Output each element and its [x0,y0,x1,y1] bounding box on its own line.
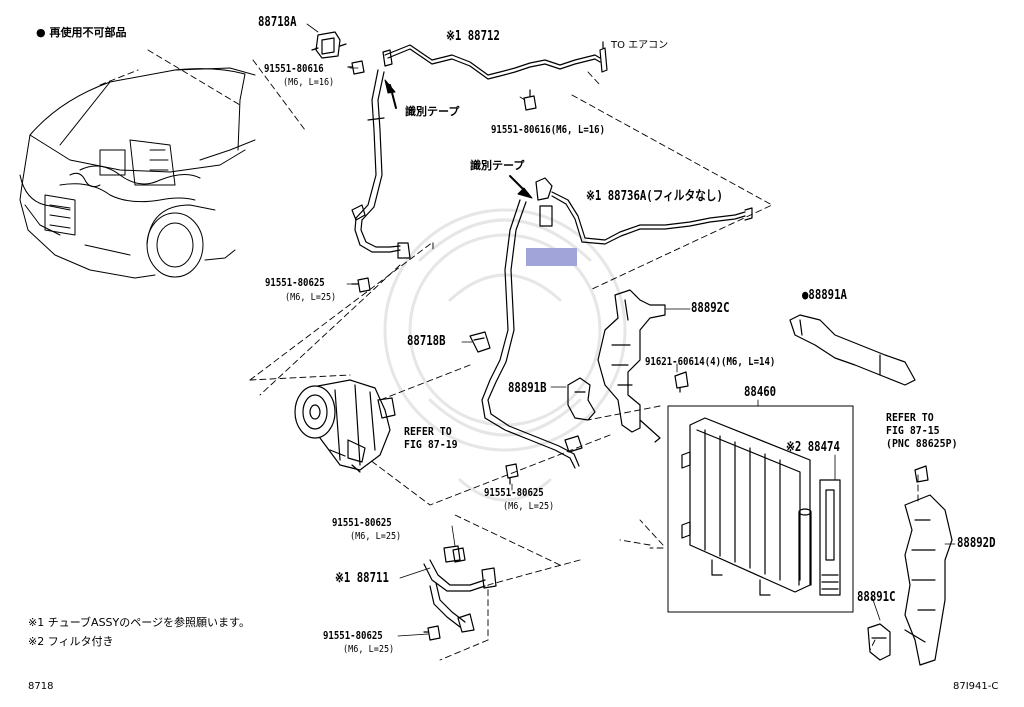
label-bolt-91551-80625-c[interactable]: 91551-80625 [332,516,392,529]
refer-line-1: REFER TO [886,411,934,424]
label-88718A[interactable]: 88718A [258,15,297,30]
label-bolt-spec-c: (M6, L=25) [503,501,555,512]
label-88712[interactable]: ※1 88712 [446,29,500,44]
label-88711[interactable]: ※1 88711 [335,571,389,586]
refer-line-1: REFER TO [404,425,452,438]
car-illustration [19,67,256,279]
label-bolt-spec-e: (M6, L=25) [343,644,395,655]
arrows [384,79,533,199]
label-88892D[interactable]: 88892D [957,536,996,551]
label-88718B[interactable]: 88718B [407,334,446,349]
label-bolt-spec-d: (M6, L=25) [350,531,402,542]
leader-lines [306,23,956,637]
label-88474[interactable]: ※2 88474 [786,440,840,455]
watermark [383,208,627,502]
label-88891C[interactable]: 88891C [857,590,896,605]
refer-line-2: FIG 87-19 [404,438,458,451]
refer-fig-87-15[interactable]: REFER TO FIG 87-15 (PNC 88625P) [886,411,958,450]
label-bolt-91551-80625-b[interactable]: 91551-80625 [484,486,544,499]
seal-88891A [789,314,916,386]
condenser-group [667,405,854,613]
label-88891A[interactable]: ●88891A [802,288,847,303]
label-88891B[interactable]: 88891B [508,381,547,396]
label-bolt-91551-80625-d[interactable]: 91551-80625 [323,629,383,642]
refer-line-3: (PNC 88625P) [886,437,958,450]
reuse-legend: ● 再使用不可部品 [36,27,126,38]
label-bolt-91551-80616-a[interactable]: 91551-80616 [264,62,324,75]
clip-88718A [311,31,347,59]
tube-88712 [382,41,608,80]
legend-text: 再使用不可部品 [49,26,127,39]
highlight-marker [526,248,577,266]
label-88892C[interactable]: 88892C [691,301,730,316]
seal-88891C [867,623,891,661]
clip-88718B [469,331,491,353]
label-bolt-91551-80616-b[interactable]: 91551-80616(M6, L=16) [491,123,606,136]
note-2: ※2 フィルタ付き [28,635,114,648]
bolts [347,60,929,641]
seal-88892C [597,289,666,443]
legend-bullet: ● [36,26,46,39]
refer-line-2: FIG 87-15 [886,424,940,437]
seal-88892D [904,494,953,666]
label-id-tape-2: 識別テープ [470,159,525,172]
label-to-aircon: TO エアコン [611,40,669,51]
label-bolt-91621-60614[interactable]: 91621-60614(4)(M6, L=14) [645,355,776,368]
hose-88711 [423,545,497,633]
label-bolt-spec-b: (M6, L=25) [285,292,337,303]
tube-left [351,69,411,259]
tube-88736A [481,177,753,469]
label-88736A[interactable]: ※1 88736A(フィルタなし) [586,189,723,204]
seal-88891B [567,377,596,421]
refer-fig-87-19[interactable]: REFER TO FIG 87-19 [404,425,458,451]
compressor [294,379,396,473]
footer-figure-code: 87I941-C [953,681,999,692]
note-1: ※1 チューブASSYのページを参照願います。 [28,616,250,629]
label-bolt-91551-80625-a[interactable]: 91551-80625 [265,276,325,289]
label-id-tape-1: 識別テープ [405,105,460,118]
footer-left-code: 8718 [28,681,54,692]
label-bolt-spec-a: (M6, L=16) [283,77,335,88]
label-88460[interactable]: 88460 [744,385,777,400]
guide-lines [99,49,919,661]
